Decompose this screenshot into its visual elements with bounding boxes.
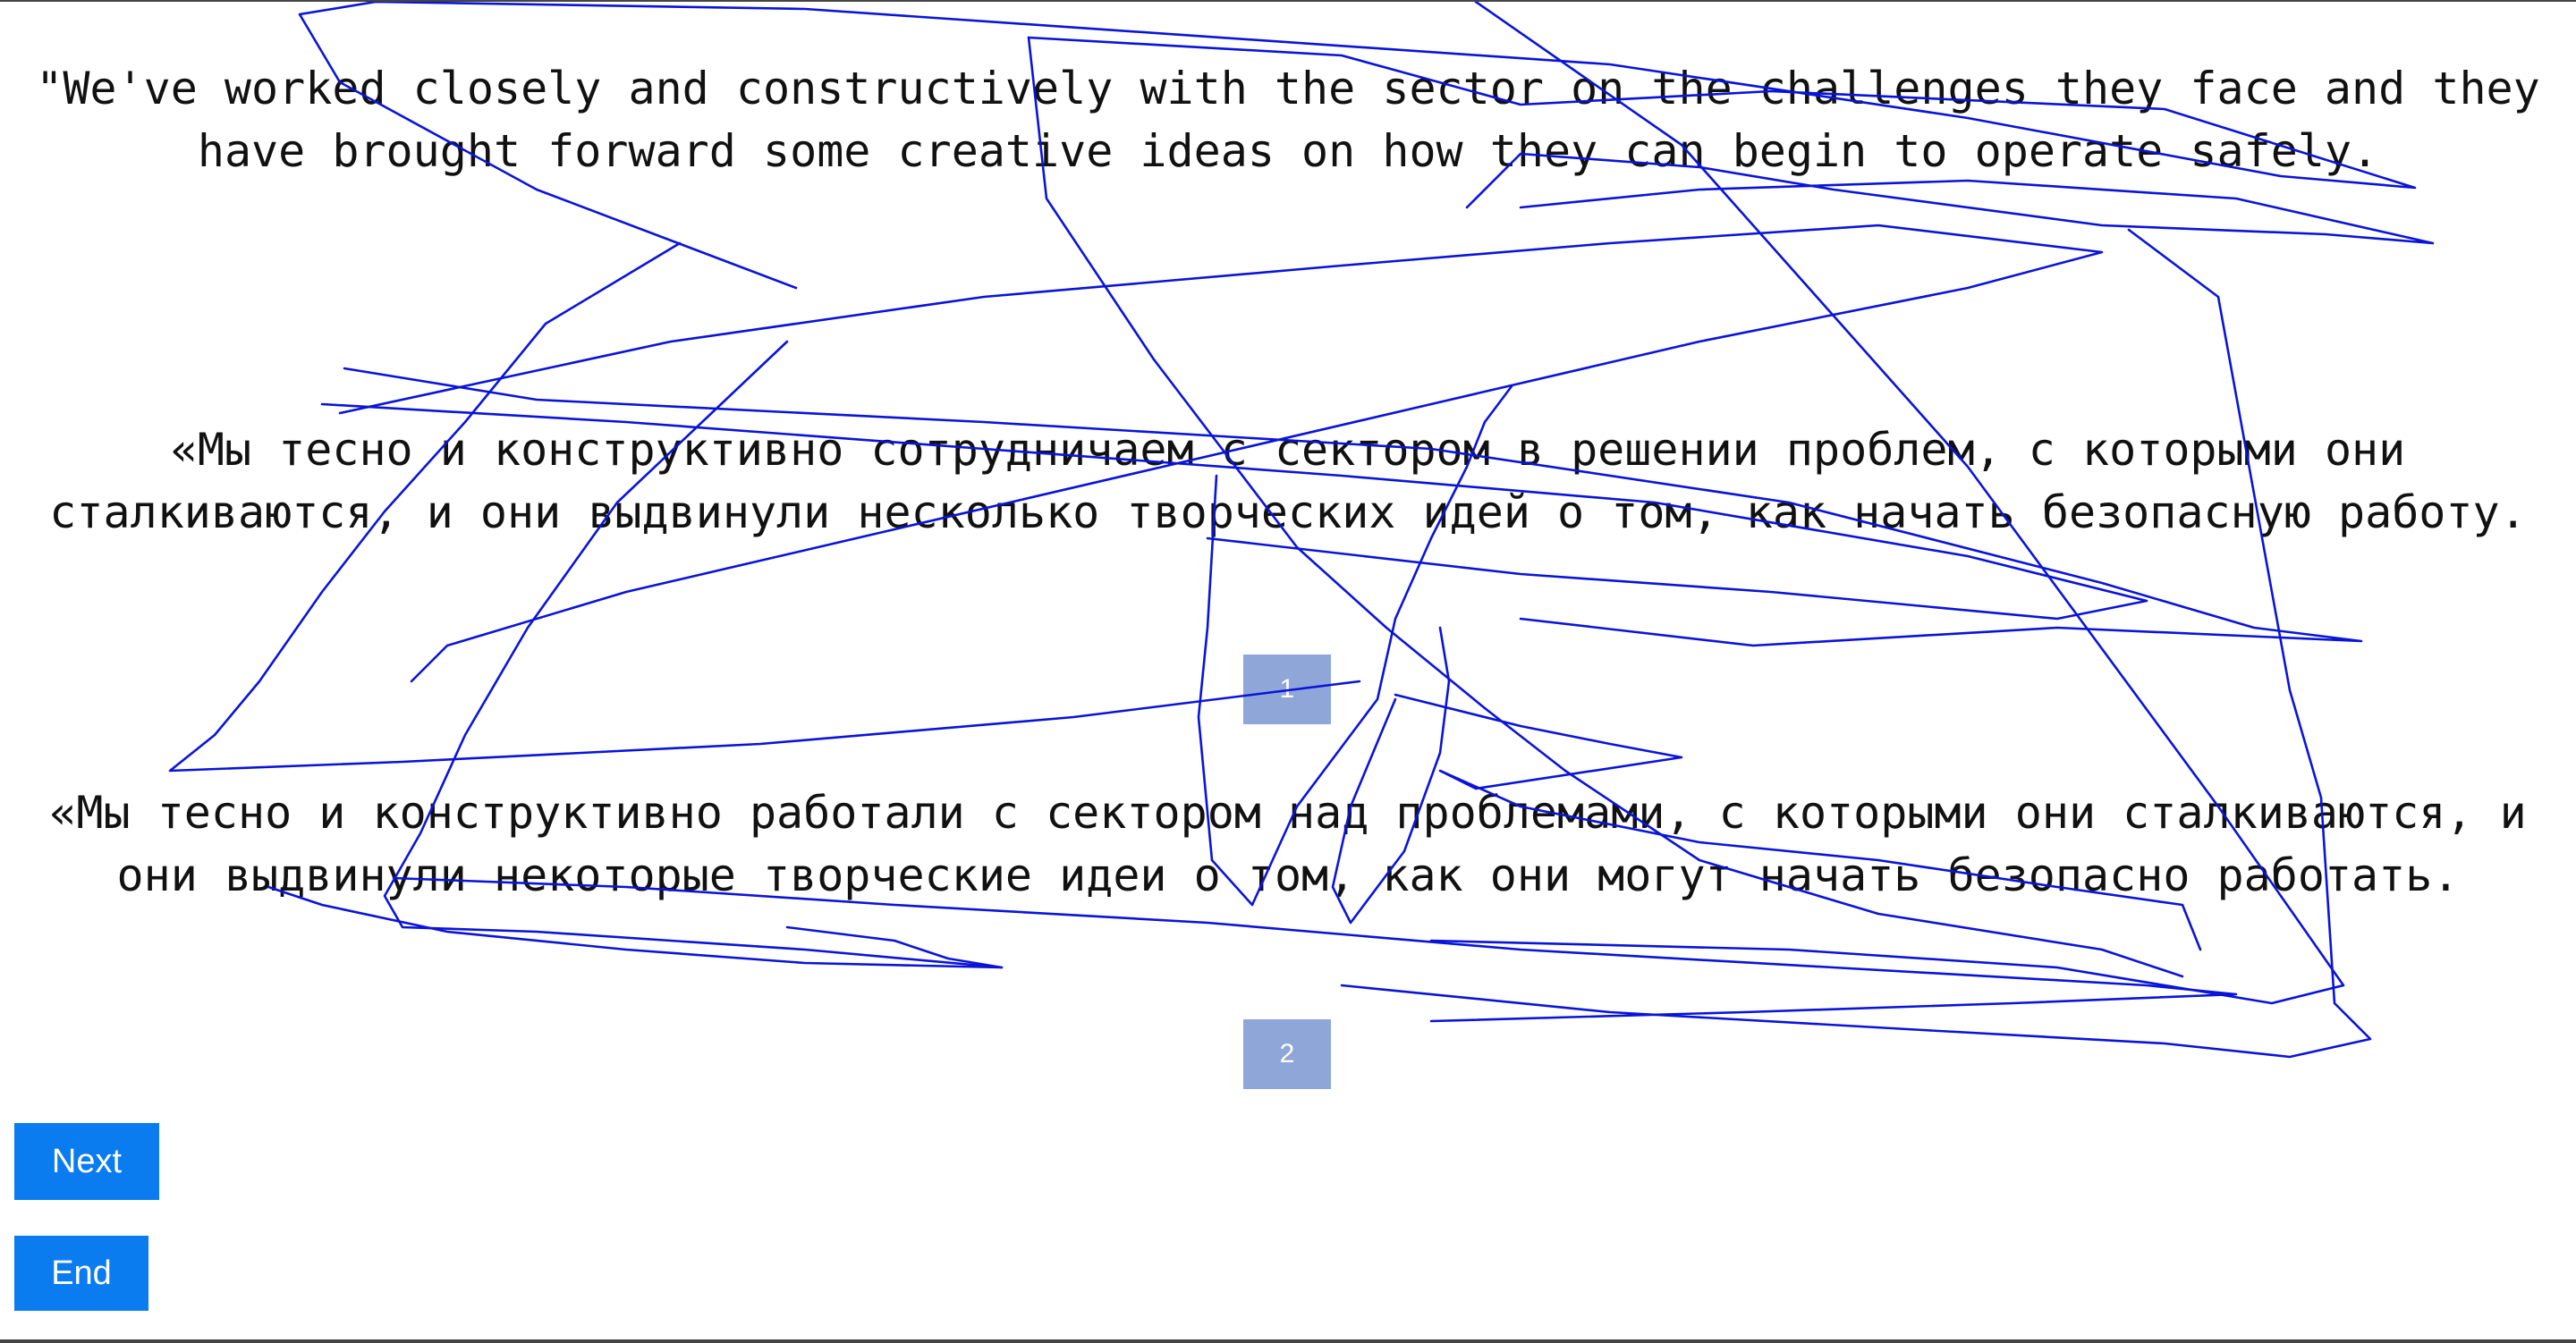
rank-badge-1[interactable]: 1	[1243, 655, 1331, 724]
source-sentence: "We've worked closely and constructively…	[36, 63, 2540, 177]
scribble-stroke-right-edge	[1340, 228, 2372, 1059]
translation-option-1[interactable]: «Мы тесно и конструктивно сотрудничаем с…	[49, 424, 2527, 538]
next-button[interactable]: Next	[14, 1123, 159, 1200]
end-button[interactable]: End	[14, 1236, 148, 1311]
translation-option-2[interactable]: «Мы тесно и конструктивно работали с сек…	[49, 787, 2527, 901]
rank-badge-2[interactable]: 2	[1243, 1019, 1331, 1089]
